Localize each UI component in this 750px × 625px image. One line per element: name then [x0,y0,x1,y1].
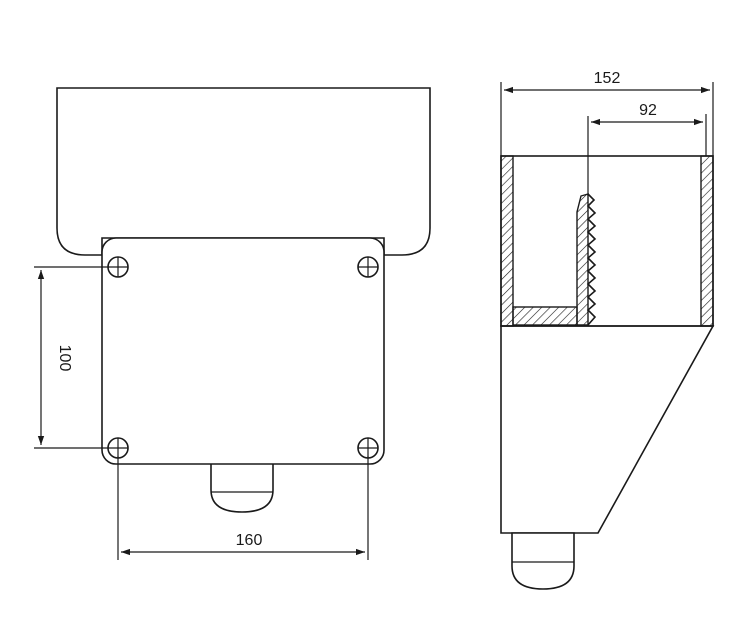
side-upper-box [500,155,714,327]
side-left-wall [500,155,514,327]
dimension-width-side-inner-label: 92 [639,102,657,119]
side-view: 152 92 [500,70,715,590]
mounting-hole-top-right [357,256,379,278]
front-view: 100 160 [34,87,431,560]
mounting-hole-bottom-right [357,437,379,459]
side-lower-body [500,325,715,534]
dimension-width-front: 160 [117,456,369,560]
side-base-plate [512,306,578,326]
side-sensor-dome [511,532,575,590]
dimension-height-front: 100 [34,266,108,449]
dimension-width-front-label: 160 [236,532,263,549]
dimension-width-side-total: 152 [500,70,714,156]
front-sensor-dome [210,459,274,513]
front-hood [56,87,431,256]
dimension-width-side-total-label: 152 [594,70,621,87]
front-mounting-plate [101,237,385,465]
dimension-height-front-label: 100 [56,345,73,372]
side-serrated-blade [576,193,597,326]
mounting-hole-bottom-left [107,437,129,459]
mounting-hole-top-left [107,256,129,278]
dimension-width-side-inner: 92 [587,102,707,196]
side-right-wall [700,155,714,327]
